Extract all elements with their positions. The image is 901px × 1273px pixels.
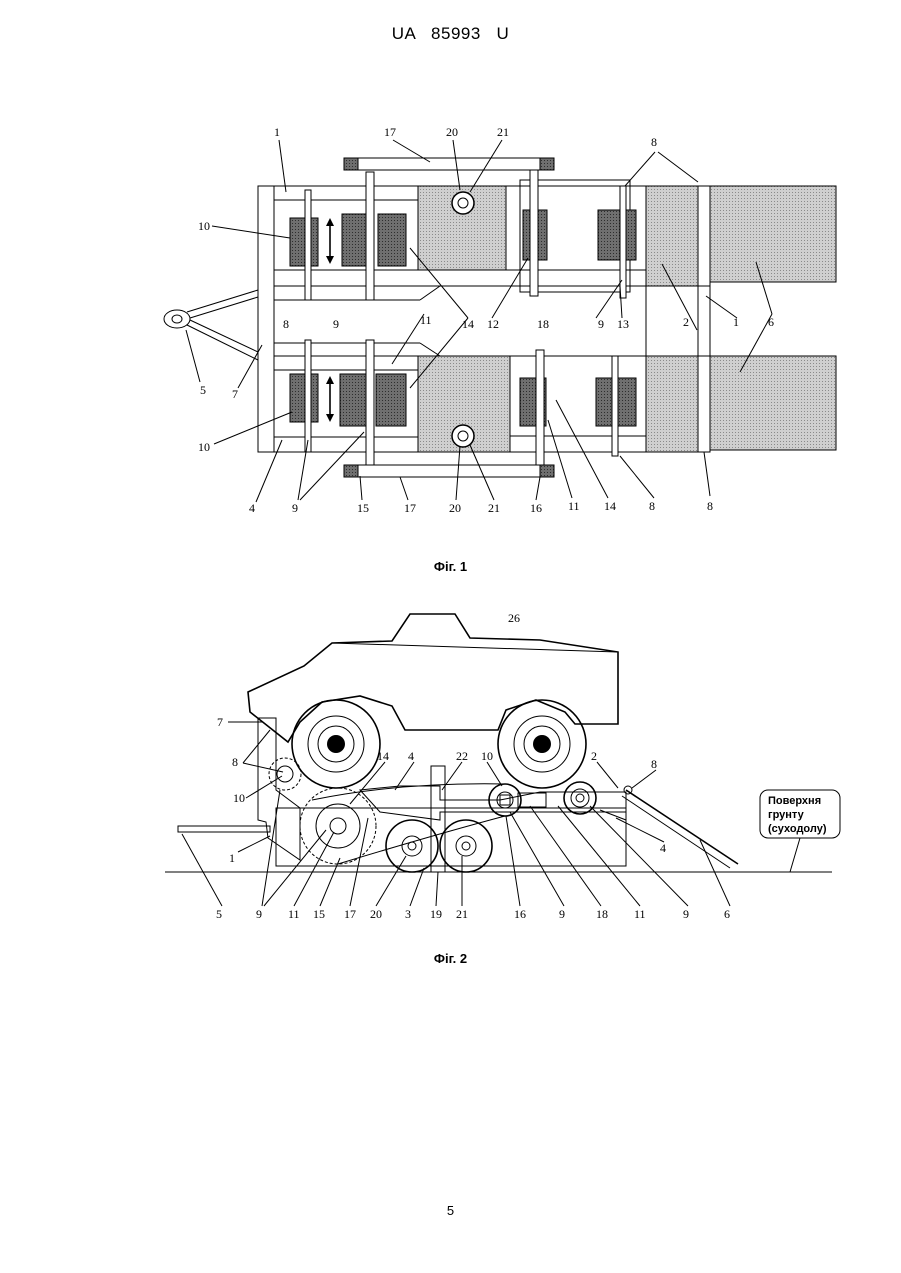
svg-text:3: 3: [405, 907, 411, 921]
svg-text:(суходолу): (суходолу): [768, 823, 827, 835]
svg-text:8: 8: [232, 755, 238, 769]
svg-text:9: 9: [256, 907, 262, 921]
svg-text:4: 4: [660, 841, 666, 855]
figure-2-labels: 26 7 8 10 14 4 22 10 2 8 4 1 5 9 11 15 1…: [216, 611, 730, 921]
page-number: 5: [0, 1203, 901, 1218]
svg-text:6: 6: [724, 907, 730, 921]
svg-text:грунту: грунту: [768, 809, 805, 821]
figure-2-drawing: 26 7 8 10 14 4 22 10 2 8 4 1 5 9 11 15 1…: [0, 0, 901, 1000]
svg-text:9: 9: [559, 907, 565, 921]
svg-text:5: 5: [216, 907, 222, 921]
figure-2-caption: Фіг. 2: [0, 951, 901, 966]
svg-text:11: 11: [288, 907, 300, 921]
svg-text:4: 4: [408, 749, 414, 763]
svg-text:11: 11: [634, 907, 646, 921]
svg-text:22: 22: [456, 749, 468, 763]
svg-text:17: 17: [344, 907, 356, 921]
svg-text:1: 1: [229, 851, 235, 865]
svg-text:2: 2: [591, 749, 597, 763]
svg-text:9: 9: [683, 907, 689, 921]
svg-text:16: 16: [514, 907, 526, 921]
armored-vehicle: [248, 614, 618, 788]
svg-text:10: 10: [481, 749, 493, 763]
svg-text:15: 15: [313, 907, 325, 921]
svg-text:14: 14: [377, 749, 389, 763]
svg-text:8: 8: [651, 757, 657, 771]
svg-text:18: 18: [596, 907, 608, 921]
svg-text:10: 10: [233, 791, 245, 805]
svg-text:Поверхня: Поверхня: [768, 795, 821, 807]
svg-text:21: 21: [456, 907, 468, 921]
svg-text:19: 19: [430, 907, 442, 921]
svg-text:20: 20: [370, 907, 382, 921]
trailer-side: [178, 718, 738, 872]
ground-surface-note: Поверхня грунту (суходолу): [760, 790, 840, 872]
svg-text:7: 7: [217, 715, 223, 729]
svg-text:26: 26: [508, 611, 520, 625]
